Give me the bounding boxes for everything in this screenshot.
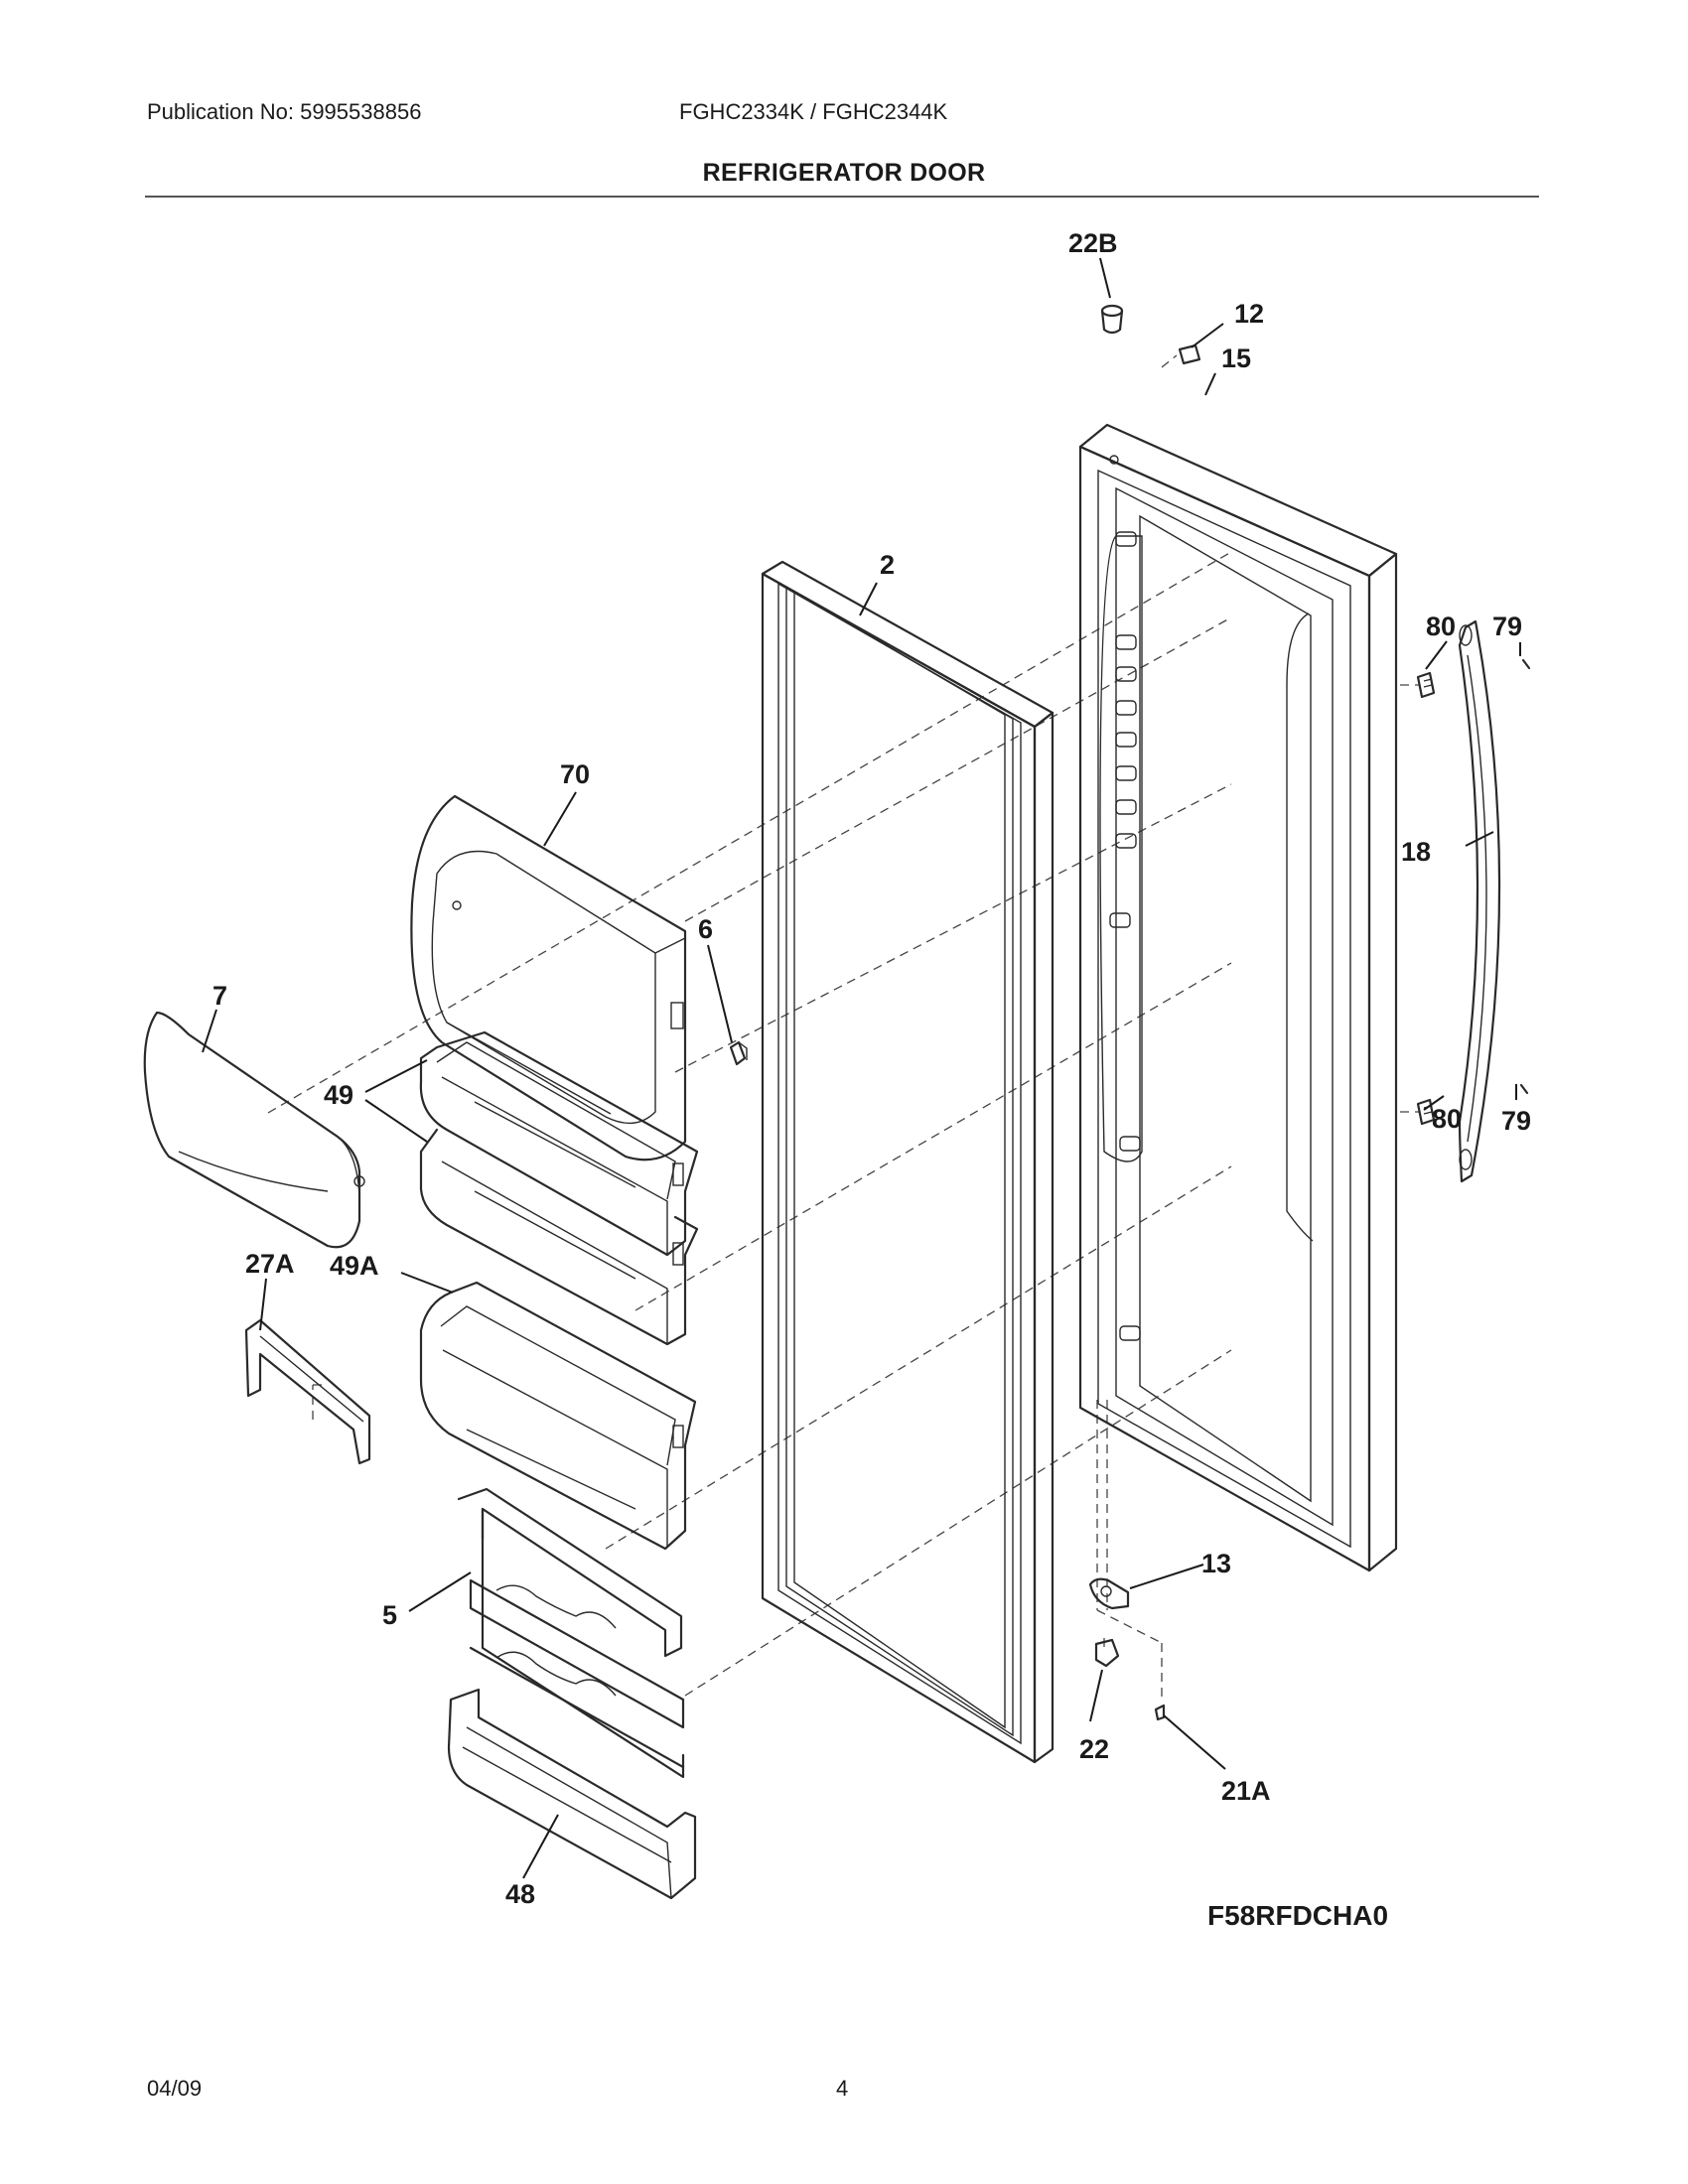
handle-studs bbox=[1416, 671, 1436, 1126]
leader-lines bbox=[202, 257, 1521, 1879]
bottom-hinge-bushing bbox=[1094, 1638, 1120, 1668]
callout-79-top: 79 bbox=[1492, 612, 1522, 641]
callout-22: 22 bbox=[1079, 1734, 1109, 1764]
callout-22B: 22B bbox=[1068, 228, 1118, 258]
figure-code: F58RFDCHA0 bbox=[1207, 1900, 1389, 1931]
door-gasket bbox=[761, 560, 1055, 1764]
screw-part-21a bbox=[1154, 1704, 1166, 1721]
callout-80-bottom: 80 bbox=[1432, 1104, 1462, 1134]
bin-cover bbox=[244, 1318, 371, 1465]
page-title: REFRIGERATOR DOOR bbox=[702, 159, 986, 187]
part-12-label bbox=[1178, 343, 1201, 365]
callout-70: 70 bbox=[560, 759, 590, 789]
page-number: 4 bbox=[836, 2076, 849, 2101]
callout-6: 6 bbox=[698, 914, 713, 944]
callout-80-top: 80 bbox=[1426, 612, 1456, 641]
callout-2: 2 bbox=[880, 550, 895, 580]
callout-13: 13 bbox=[1201, 1549, 1231, 1578]
callout-labels: 22B 12 15 2 80 79 70 18 6 7 49 80 79 27A… bbox=[212, 228, 1531, 1909]
door-bin-upper bbox=[419, 1030, 699, 1257]
top-hinge-bushing bbox=[1100, 304, 1124, 335]
footer-date: 04/09 bbox=[147, 2076, 203, 2101]
callout-5: 5 bbox=[382, 1600, 397, 1630]
dairy-door bbox=[143, 1011, 365, 1249]
callout-15: 15 bbox=[1221, 343, 1251, 373]
dairy-bin bbox=[410, 794, 687, 1161]
callout-48: 48 bbox=[505, 1879, 535, 1909]
door-bin-lower bbox=[419, 1128, 699, 1346]
model-numbers: FGHC2334K / FGHC2344K bbox=[679, 99, 948, 124]
bottom-bin bbox=[447, 1688, 697, 1900]
bottom-hinge bbox=[1088, 1577, 1130, 1610]
door-shelf-studs bbox=[1109, 531, 1141, 1341]
bottle-rack bbox=[457, 1487, 685, 1779]
door-assembly bbox=[1078, 423, 1398, 1572]
door-handle bbox=[1458, 619, 1501, 1183]
alignment-lines bbox=[267, 354, 1420, 1698]
handle-screws bbox=[1519, 658, 1531, 1095]
callout-49: 49 bbox=[324, 1080, 353, 1110]
door-bin-49a bbox=[419, 1281, 697, 1551]
callout-18: 18 bbox=[1401, 837, 1431, 867]
callout-21A: 21A bbox=[1221, 1776, 1271, 1806]
header-divider bbox=[145, 196, 1539, 198]
callout-49A: 49A bbox=[330, 1251, 379, 1281]
callout-27A: 27A bbox=[245, 1249, 295, 1279]
callout-7: 7 bbox=[212, 981, 227, 1011]
callout-79-bottom: 79 bbox=[1501, 1106, 1531, 1136]
clip-part-6 bbox=[729, 1040, 748, 1066]
publication-number: Publication No: 5995538856 bbox=[147, 99, 422, 124]
callout-12: 12 bbox=[1234, 299, 1264, 329]
